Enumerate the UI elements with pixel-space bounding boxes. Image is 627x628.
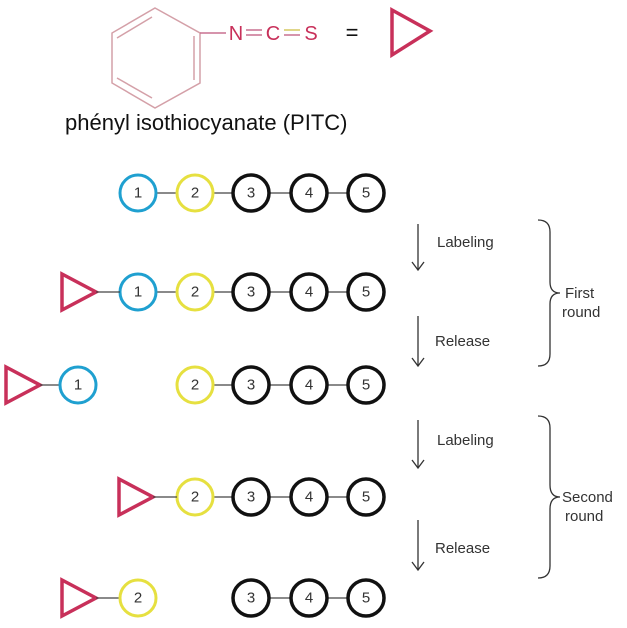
- residue-4: 4: [289, 173, 329, 213]
- round-label-second: Second: [562, 489, 613, 506]
- residue-number: 3: [247, 377, 255, 394]
- residue-4: 4: [289, 477, 329, 517]
- residue-number: 4: [305, 489, 313, 506]
- residue-circle: [346, 365, 386, 405]
- residue-1: 1: [58, 365, 98, 405]
- residue-number: 5: [362, 284, 370, 301]
- residue-circle: [58, 365, 98, 405]
- residue-number: 5: [362, 590, 370, 607]
- residue-5: 5: [346, 365, 386, 405]
- residue-number: 4: [305, 185, 313, 202]
- residue-circle: [289, 365, 329, 405]
- residue-circle: [346, 578, 386, 618]
- residue-3: 3: [231, 173, 271, 213]
- step-label-labeling: Labeling: [437, 432, 494, 449]
- residue-circle: [231, 477, 271, 517]
- residue-2: 2: [118, 578, 158, 618]
- atom-n: N: [229, 23, 243, 45]
- step-label-release: Release: [435, 540, 490, 557]
- residue-number: 2: [191, 185, 199, 202]
- residue-2: 2: [175, 365, 215, 405]
- atom-c: C: [266, 23, 280, 45]
- residue-number: 3: [247, 284, 255, 301]
- residue-number: 2: [191, 284, 199, 301]
- round-label-first: round: [562, 304, 600, 321]
- step-label-labeling: Labeling: [437, 234, 494, 251]
- residue-circle: [231, 578, 271, 618]
- pitc-caption: phényl isothiocyanate (PITC): [65, 110, 347, 135]
- residue-2: 2: [175, 272, 215, 312]
- step-arrows: [411, 224, 425, 572]
- residue-2: 2: [175, 477, 215, 517]
- residue-number: 3: [247, 590, 255, 607]
- atom-s: S: [304, 23, 317, 45]
- residue-number: 4: [305, 284, 313, 301]
- benzene-ring: [111, 7, 226, 109]
- residue-number: 4: [305, 377, 313, 394]
- residue-number: 1: [74, 377, 82, 394]
- residue-number: 1: [134, 185, 142, 202]
- residue-5: 5: [346, 272, 386, 312]
- residue-circle: [231, 365, 271, 405]
- residue-5: 5: [346, 477, 386, 517]
- round-label-second: round: [565, 508, 603, 525]
- residue-circle: [346, 173, 386, 213]
- residue-1: 1: [118, 173, 158, 213]
- residue-number: 4: [305, 590, 313, 607]
- residue-5: 5: [346, 578, 386, 618]
- step-label-release: Release: [435, 333, 490, 350]
- residue-1: 1: [118, 272, 158, 312]
- residue-circle: [346, 272, 386, 312]
- residue-4: 4: [289, 272, 329, 312]
- residue-circle: [175, 173, 215, 213]
- residue-2: 2: [175, 173, 215, 213]
- pitc-triangle-icon: [4, 364, 44, 406]
- pitc-triangle-icon: [117, 476, 157, 518]
- residue-number: 5: [362, 185, 370, 202]
- residue-circle: [346, 477, 386, 517]
- residue-number: 3: [247, 489, 255, 506]
- residue-5: 5: [346, 173, 386, 213]
- residue-number: 5: [362, 489, 370, 506]
- residue-circle: [289, 578, 329, 618]
- pitc-triangle-icon: [390, 7, 434, 59]
- residue-circle: [118, 173, 158, 213]
- residue-circle: [175, 365, 215, 405]
- residue-circle: [289, 477, 329, 517]
- residue-number: 5: [362, 377, 370, 394]
- round-label-first: First: [565, 285, 595, 302]
- pitc-triangle-icon: [60, 271, 100, 313]
- residue-number: 2: [191, 377, 199, 394]
- residue-number: 2: [191, 489, 199, 506]
- residue-4: 4: [289, 578, 329, 618]
- residue-number: 3: [247, 185, 255, 202]
- equals-sign: =: [346, 20, 359, 45]
- residue-circle: [289, 272, 329, 312]
- residue-number: 2: [134, 590, 142, 607]
- residue-circle: [231, 272, 271, 312]
- residue-circle: [289, 173, 329, 213]
- round-braces: [537, 219, 561, 579]
- residue-3: 3: [231, 477, 271, 517]
- residue-number: 1: [134, 284, 142, 301]
- residue-4: 4: [289, 365, 329, 405]
- residue-circle: [231, 173, 271, 213]
- pitc-triangle-icon: [60, 577, 100, 619]
- residue-3: 3: [231, 272, 271, 312]
- residue-3: 3: [231, 578, 271, 618]
- residue-circle: [118, 578, 158, 618]
- residue-3: 3: [231, 365, 271, 405]
- residue-circle: [175, 272, 215, 312]
